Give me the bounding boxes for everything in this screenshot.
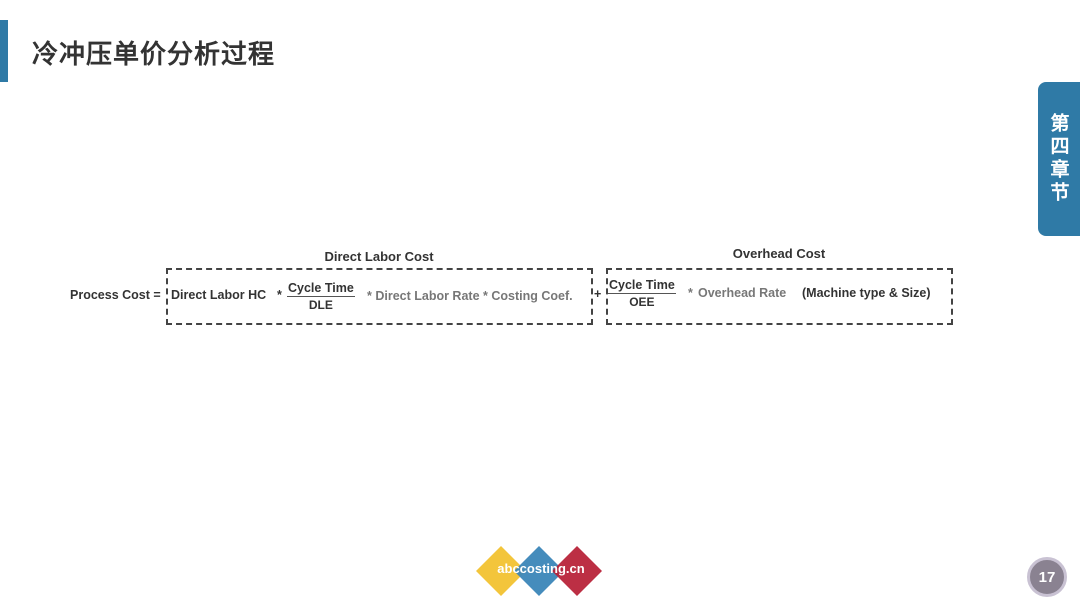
- labor-fraction-numerator: Cycle Time: [288, 281, 354, 295]
- overhead-cost-label: Overhead Cost: [732, 246, 826, 261]
- labor-fraction: Cycle Time DLE: [287, 281, 355, 312]
- overhead-fraction-line: [608, 293, 676, 294]
- multiply-sign: *: [277, 288, 282, 302]
- page-number-badge: 17: [1027, 557, 1067, 597]
- plus-sign: +: [594, 287, 602, 301]
- direct-labor-hc: Direct Labor HC: [171, 288, 267, 302]
- direct-labor-cost-label: Direct Labor Cost: [324, 249, 434, 264]
- overhead-fraction: Cycle Time OEE: [608, 278, 676, 309]
- overhead-multiply-sign: *: [688, 286, 693, 300]
- page-number: 17: [1038, 568, 1056, 586]
- logo-diamond-yellow: [476, 546, 526, 596]
- labor-fraction-denominator: DLE: [308, 298, 333, 312]
- slide-title: 冷冲压单价分析过程: [32, 40, 276, 70]
- title-accent-bar: [0, 20, 8, 82]
- logo-text: abccosting.cn: [497, 561, 585, 576]
- direct-labor-cost-box: [166, 268, 593, 325]
- machine-type-size: (Machine type & Size): [802, 286, 931, 300]
- logo-diamond-blue: [514, 546, 564, 596]
- overhead-cost-box: [606, 268, 953, 325]
- abccosting-logo: [476, 546, 602, 596]
- overhead-fraction-denominator: OEE: [629, 295, 655, 309]
- process-cost-lhs: Process Cost =: [70, 288, 161, 302]
- overhead-fraction-numerator: Cycle Time: [609, 278, 675, 292]
- chapter-tab[interactable]: 第四章节: [1038, 82, 1080, 236]
- overhead-rate: Overhead Rate: [698, 286, 787, 300]
- logo-diamond-red: [552, 546, 602, 596]
- labor-rate-terms: * Direct Labor Rate * Costing Coef.: [367, 289, 573, 303]
- labor-fraction-line: [287, 296, 355, 297]
- chapter-tab-label: 第四章节: [1047, 113, 1070, 205]
